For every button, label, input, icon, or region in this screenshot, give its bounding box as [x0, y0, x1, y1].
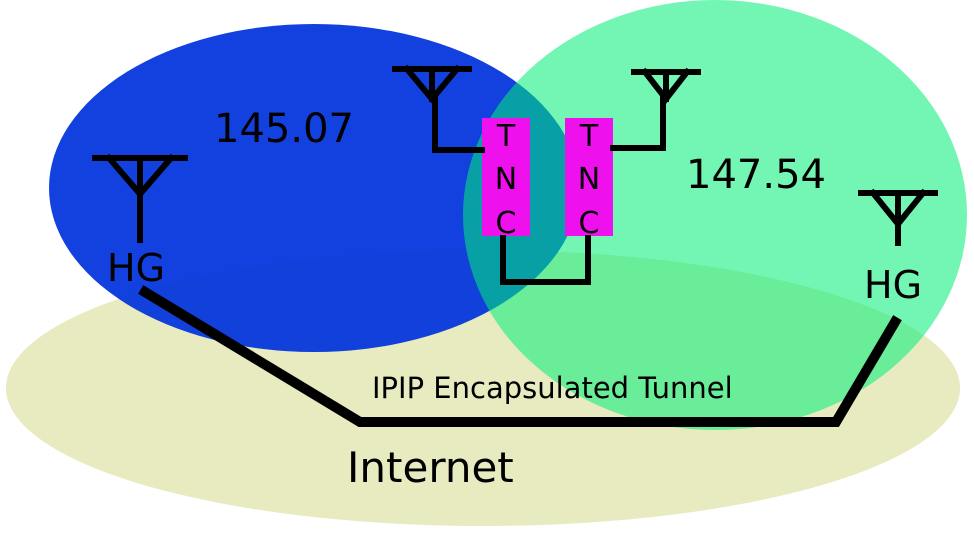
right-frequency-label: 147.54 [686, 152, 826, 198]
tunnel-label: IPIP Encapsulated Tunnel [372, 371, 733, 405]
left-gateway-label: HG [107, 246, 165, 290]
tnc-left-letter: T [496, 119, 516, 154]
antenna-icon [92, 153, 188, 243]
tnc-left-letter: C [496, 206, 517, 241]
tnc-right-letter: C [579, 206, 600, 241]
tnc-box-left [482, 118, 530, 236]
right-antenna-feed-wire [610, 93, 666, 151]
left-antenna-feed-wire [432, 92, 485, 153]
right-gateway-label: HG [864, 263, 922, 307]
left-frequency-label: 145.07 [214, 106, 354, 152]
tunnel-path [138, 285, 902, 427]
antenna-icon [631, 67, 701, 104]
left-radio-network [49, 24, 579, 352]
internet-label: Internet [347, 443, 514, 492]
antenna-icon [392, 64, 472, 104]
antenna-icon [858, 188, 938, 246]
tnc-left-letter: N [495, 162, 517, 197]
tnc-box-right [565, 118, 613, 236]
tnc-link-wire [500, 235, 591, 285]
right-radio-network [463, 0, 967, 430]
tnc-right-letter: N [578, 162, 600, 197]
tnc-right-letter: T [579, 119, 599, 154]
